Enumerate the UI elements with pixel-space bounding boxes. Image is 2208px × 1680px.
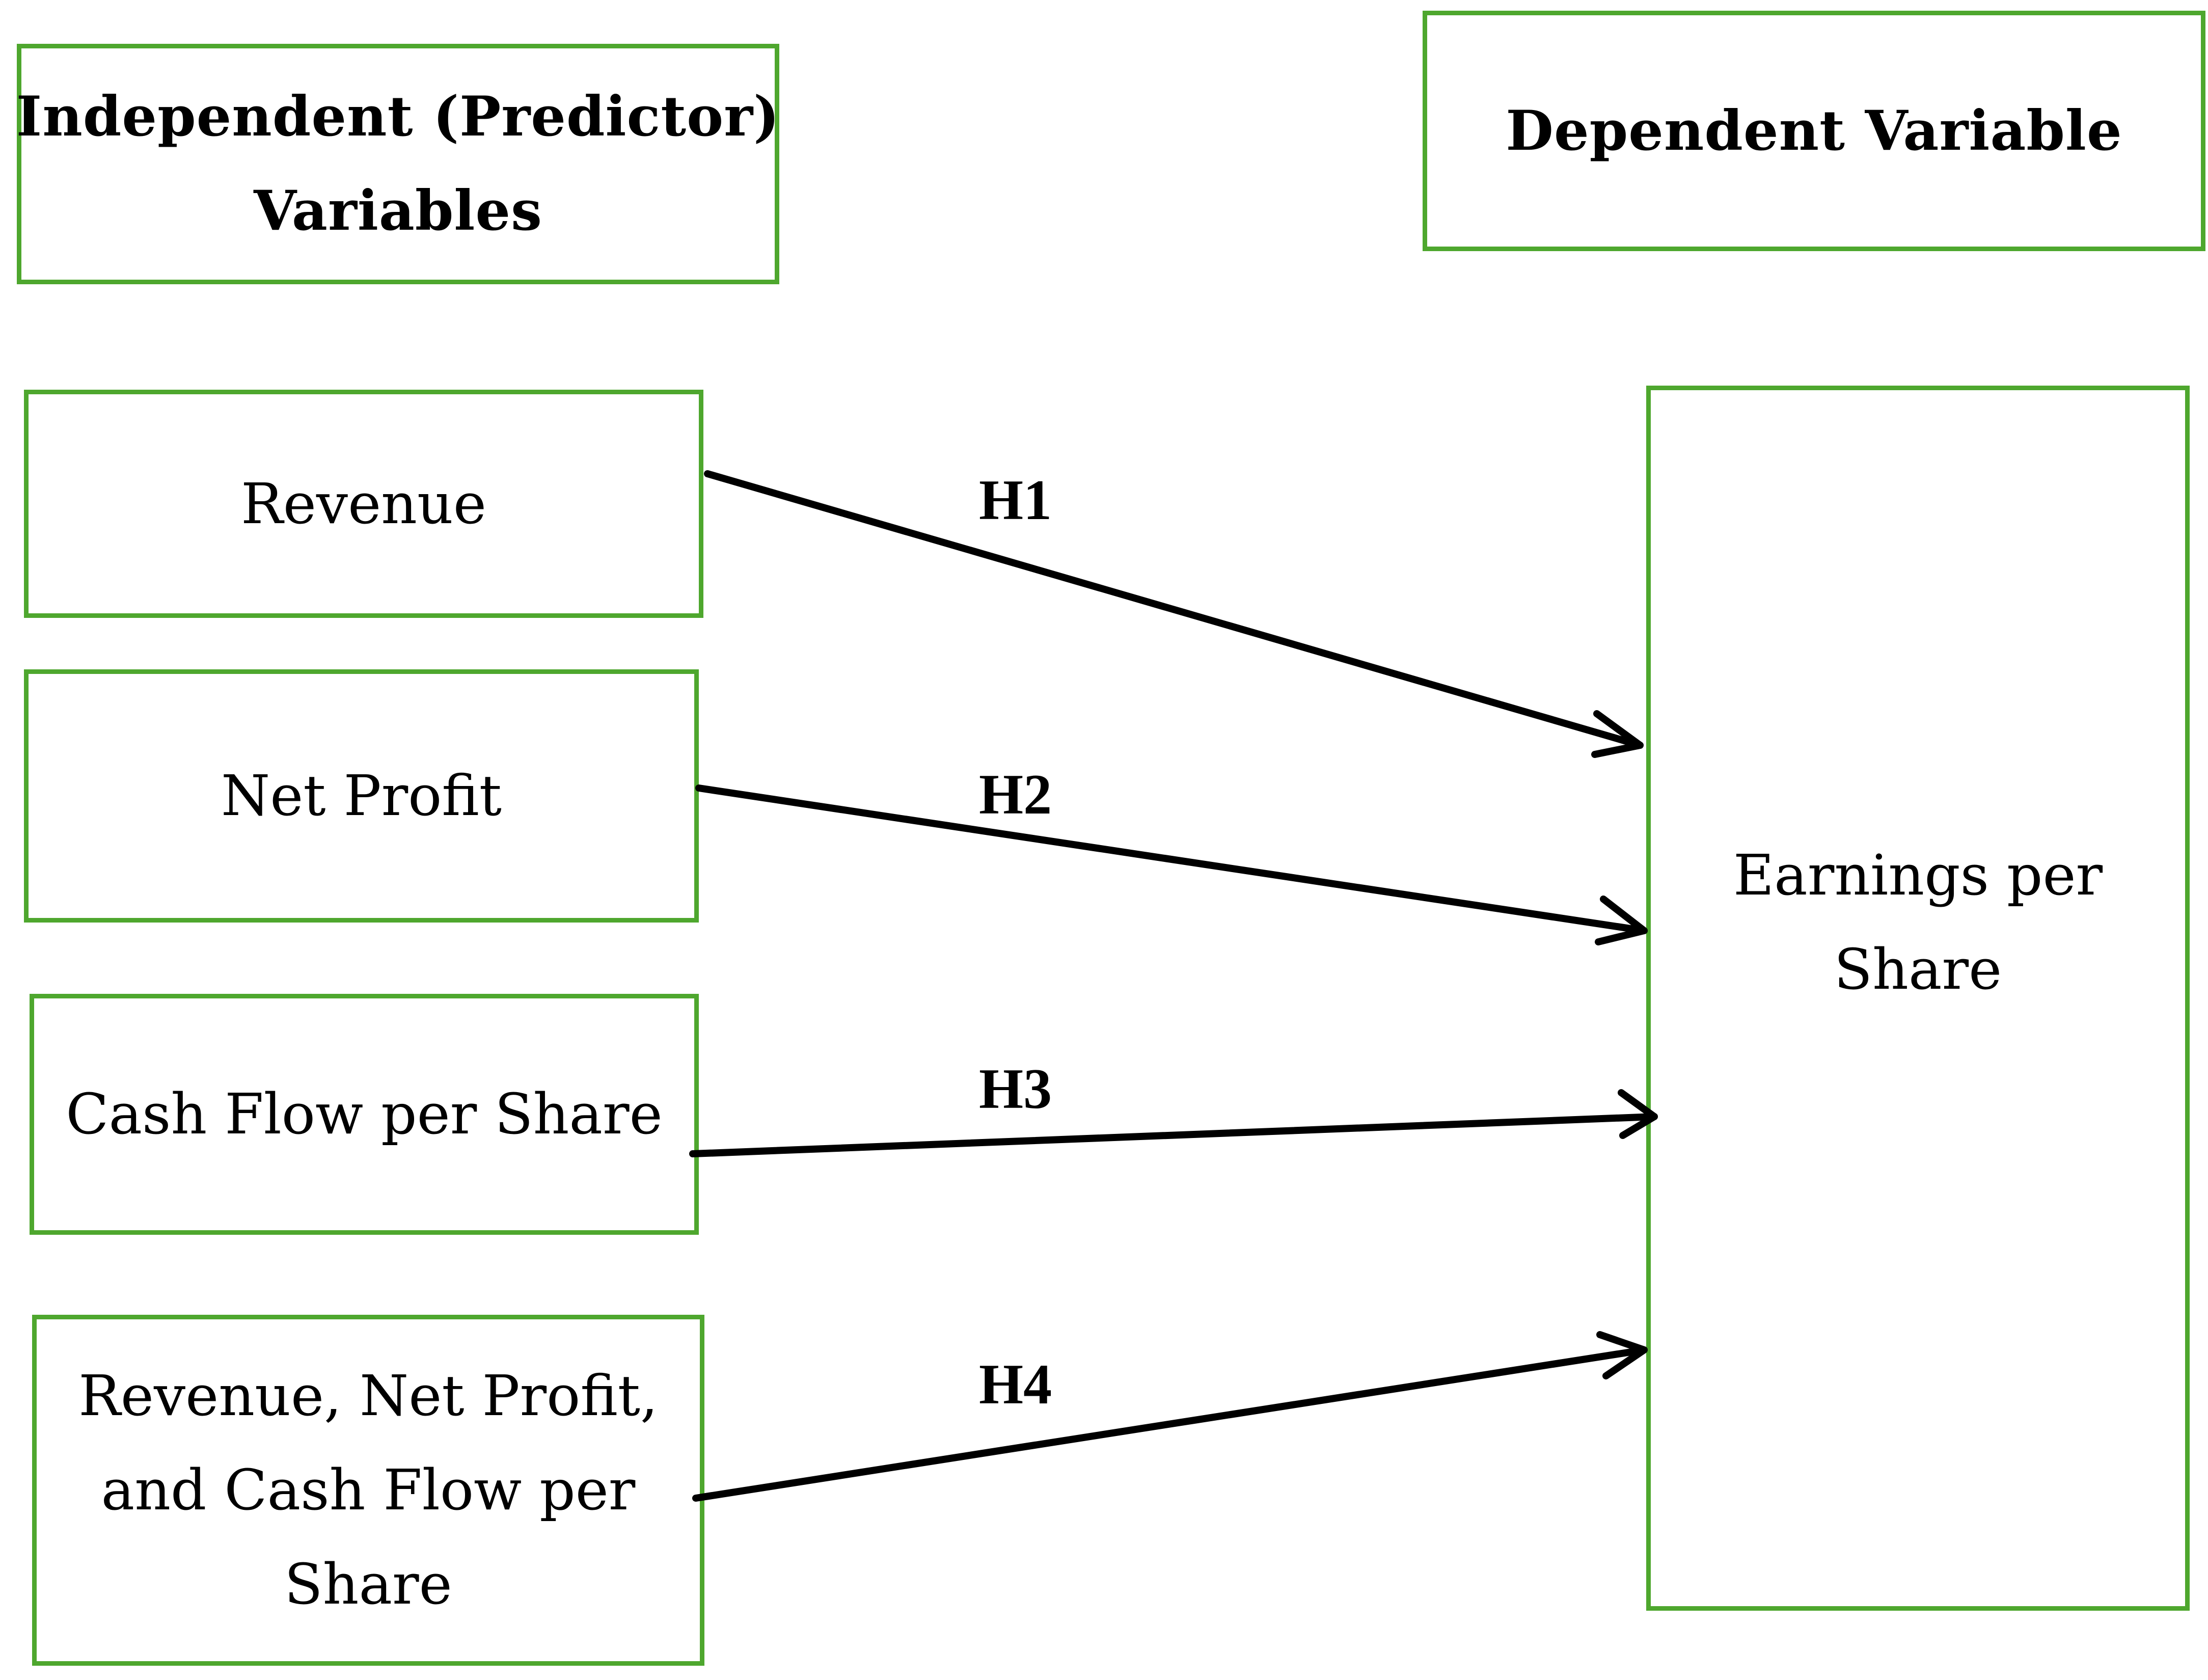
predictor-label-line-3: Share xyxy=(284,1552,452,1617)
independent-header-line-1: Independent (Predictor) xyxy=(16,85,780,149)
dependent-header-line-1: Dependent Variable xyxy=(1506,98,2122,163)
outcome-label-line-1: Earnings per xyxy=(1733,843,2103,908)
predictor-label-line-1: Revenue, Net Profit, xyxy=(78,1363,658,1428)
outcome-label-line-2: Share xyxy=(1834,937,2002,1002)
hypothesis-label-h1: H1 xyxy=(979,469,1052,532)
predictor-label: Net Profit xyxy=(221,763,502,828)
hypothesis-label-h2: H2 xyxy=(979,763,1052,826)
predictor-label-line-2: and Cash Flow per xyxy=(101,1457,636,1523)
independent-variables-header-box: Independent (Predictor) Variables xyxy=(16,44,780,284)
arrow-h2 xyxy=(695,784,1648,945)
predictor-label: Cash Flow per Share xyxy=(66,1081,663,1147)
hypothesis-label-h4: H4 xyxy=(979,1353,1052,1416)
predictor-box-cash-flow-per-share: Cash Flow per Share xyxy=(30,994,699,1235)
independent-header-line-2: Variables xyxy=(254,179,542,243)
hypothesis-label-h3: H3 xyxy=(979,1058,1052,1121)
predictor-label: Revenue xyxy=(241,471,486,536)
arrow-h1 xyxy=(704,470,1644,758)
predictor-box-combined: Revenue, Net Profit, and Cash Flow per S… xyxy=(32,1315,704,1666)
predictor-box-revenue: Revenue xyxy=(24,390,703,618)
predictor-box-net-profit: Net Profit xyxy=(24,669,699,923)
outcome-box-earnings-per-share: Earnings per Share xyxy=(1646,386,2190,1611)
arrow-h3 xyxy=(689,1089,1658,1157)
arrow-h4 xyxy=(692,1331,1648,1502)
dependent-variable-header-box: Dependent Variable xyxy=(1423,11,2205,251)
